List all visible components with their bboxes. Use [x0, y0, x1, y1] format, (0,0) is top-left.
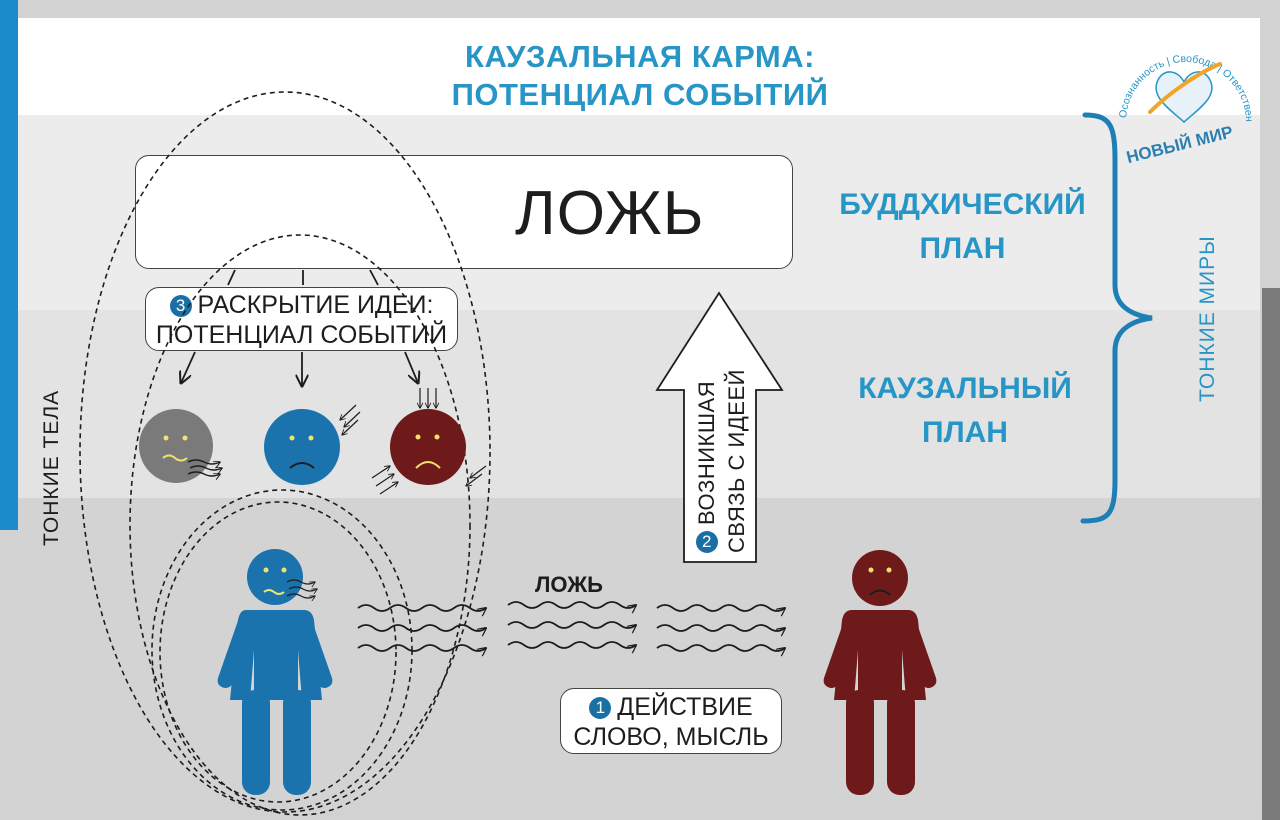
main-idea-text: ЛОЖЬ: [515, 179, 705, 248]
connection-up-arrow: [655, 291, 784, 563]
victim-left-arm: [823, 615, 858, 688]
causal-plane-line-2: ПЛАН: [922, 416, 1008, 449]
subtle-worlds-bracket: [1080, 112, 1153, 524]
lie-wave-arrows: [357, 601, 785, 651]
outer-subtle-body-ellipse: [79, 91, 491, 813]
step3-line-2: ПОТЕНЦИАЛ СОБЫТИЙ: [155, 321, 448, 349]
liar-left-leg: [242, 690, 270, 795]
left-accent-bar: [0, 0, 18, 530]
causal-plane-label: КАУЗАЛЬНЫЙ ПЛАН: [830, 367, 1100, 455]
buddhic-plane-label: БУДДХИЧЕСКИЙ ПЛАН: [815, 183, 1110, 271]
lie-wave-label: ЛОЖЬ: [535, 572, 603, 597]
wave-group1-line3: [357, 644, 486, 651]
buddhic-plane-line-2: ПЛАН: [919, 232, 1006, 265]
victim-head: [852, 550, 908, 606]
wave-group3-line2: [656, 624, 785, 631]
buddhic-plane-line-1: БУДДХИЧЕСКИЙ: [839, 188, 1086, 221]
title-line-1: КАУЗАЛЬНАЯ КАРМА:: [465, 39, 815, 74]
svg-text:Осознанность | Свобода | Ответ: Осознанность | Свобода | Ответственность: [0, 0, 1255, 122]
logo-swoosh-icon: [1148, 62, 1222, 114]
victim-left-leg: [846, 690, 874, 795]
wave-group3-line1: [656, 604, 785, 611]
grey-face-icon: [139, 409, 222, 483]
step2-title: ВОЗНИКШАЯ: [694, 380, 719, 525]
logo-ring-text: Осознанность | Свобода | Ответственность: [0, 0, 1255, 122]
arrow-to-grey-face: [181, 351, 196, 383]
liar-left-arm: [217, 615, 252, 688]
step3-number-badge: 3: [169, 295, 192, 317]
causal-plane-line-1: КАУЗАЛЬНЫЙ: [858, 372, 1072, 405]
top-white-band: [18, 18, 1260, 115]
red-face-icon: [371, 388, 487, 495]
step3-title: РАСКРЫТИЕ ИДЕИ:: [197, 291, 434, 319]
victim-person-figure: [823, 550, 937, 795]
right-edge-strip: [1262, 288, 1280, 820]
arrow-stub-right: [369, 269, 379, 286]
step2-line-1: 2 ВОЗНИКШАЯ: [692, 369, 722, 553]
arrow-stub-left: [227, 269, 236, 286]
wave-group2-line3: [507, 641, 636, 648]
wave-group1-line2: [357, 624, 486, 631]
middle-subtle-body-ellipse: [129, 234, 471, 816]
wave-group2-line1: [507, 601, 636, 608]
step2-number-badge: 2: [696, 531, 718, 553]
main-idea-box: [135, 155, 793, 269]
inner-subtle-body-ellipse-2: [159, 501, 397, 803]
step2-line-2: СВЯЗЬ С ИДЕЕЙ: [724, 369, 749, 553]
step1-title: ДЕЙСТВИЕ: [617, 693, 753, 721]
wave-group3-line3: [656, 644, 785, 651]
arrow-to-red-face: [404, 351, 418, 383]
victim-right-arm: [902, 615, 937, 688]
liar-head: [247, 549, 303, 605]
diagram-title: КАУЗАЛЬНАЯ КАРМА: ПОТЕНЦИАЛ СОБЫТИЙ: [380, 38, 900, 114]
step2-label: 2 ВОЗНИКШАЯ СВЯЗЬ С ИДЕЕЙ: [692, 369, 752, 553]
liar-right-leg: [283, 690, 311, 795]
step1-line-2: СЛОВО, МЫСЛЬ: [573, 723, 769, 751]
title-line-2: ПОТЕНЦИАЛ СОБЫТИЙ: [451, 77, 829, 112]
logo-name: НОВЫЙ МИР: [1124, 122, 1234, 167]
victim-right-leg: [887, 690, 915, 795]
new-world-logo: Осознанность | Свобода | Ответственность…: [0, 0, 1255, 167]
blue-face-icon: [264, 404, 361, 485]
liar-person-figure: [217, 549, 333, 795]
wave-group1-line1: [357, 604, 486, 611]
wave-group2-line2: [507, 621, 636, 628]
idea-expansion-arrows: [181, 269, 418, 386]
liar-right-arm: [298, 615, 333, 688]
step1-number-badge: 1: [589, 697, 612, 719]
